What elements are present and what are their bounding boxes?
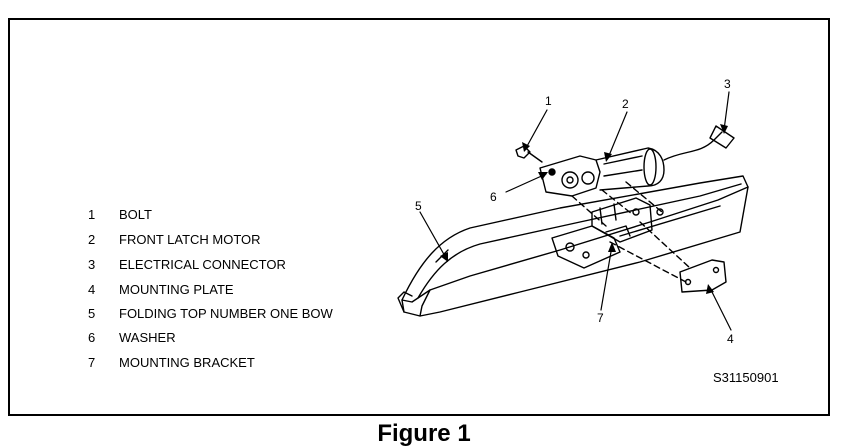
top-bow-drawing: [397, 175, 749, 317]
legend-label: WASHER: [119, 330, 176, 345]
callout-1: 1: [545, 94, 552, 108]
mounting-bracket-drawing: [551, 197, 664, 269]
leader-arrowheads: [440, 124, 728, 294]
assembly-lines: [571, 181, 691, 283]
legend-label: FRONT LATCH MOTOR: [119, 232, 261, 247]
mounting-plate-drawing: [679, 259, 727, 293]
legend-number: 6: [88, 330, 96, 345]
legend-number: 5: [88, 306, 96, 321]
figure-caption: Figure 1: [377, 420, 471, 447]
latch-motor-drawing: [539, 147, 665, 197]
legend-number: 7: [88, 355, 96, 370]
leader-lines: [419, 91, 732, 331]
callout-3: 3: [724, 77, 731, 91]
callout-7: 7: [597, 311, 604, 325]
legend-label: ELECTRICAL CONNECTOR: [119, 257, 286, 272]
legend-number: 4: [88, 282, 96, 297]
bolt-drawing: [515, 145, 543, 163]
callout-5: 5: [415, 199, 422, 213]
diagram-frame: [8, 18, 830, 416]
legend-label: MOUNTING BRACKET: [119, 355, 255, 370]
callout-4: 4: [727, 332, 734, 346]
callout-6: 6: [490, 190, 497, 204]
legend-number: 1: [88, 207, 96, 222]
legend-label: BOLT: [119, 207, 152, 222]
diagram-code: S31150901: [713, 370, 779, 385]
legend-number: 2: [88, 232, 96, 247]
electrical-connector-drawing: [663, 125, 735, 161]
legend-number: 3: [88, 257, 96, 272]
legend-label: MOUNTING PLATE: [119, 282, 234, 297]
callout-2: 2: [622, 97, 629, 111]
legend-label: FOLDING TOP NUMBER ONE BOW: [119, 306, 333, 321]
